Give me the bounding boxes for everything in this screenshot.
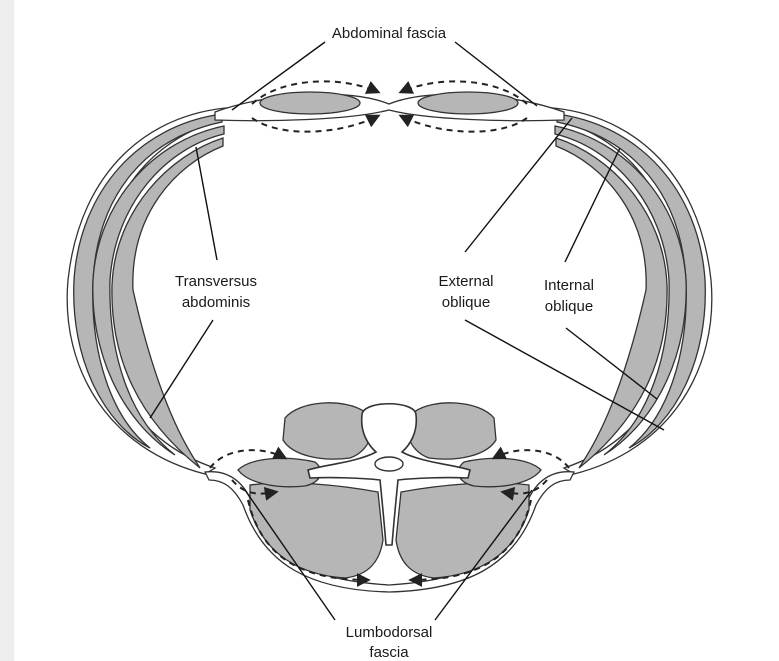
label-external-line1: External	[438, 273, 493, 290]
left-psoas	[283, 403, 372, 459]
right-erector-spinae	[396, 483, 529, 578]
label-transversus-line1: Transversus	[175, 273, 257, 290]
right-quadratus-lumborum	[458, 458, 541, 486]
label-internal-line1: Internal	[544, 277, 594, 294]
spinal-canal	[375, 457, 403, 471]
anterior-abdominal-wall	[215, 92, 564, 121]
left-lateral-wall	[67, 107, 240, 474]
right-rectus-abdominis	[418, 92, 518, 114]
posterior-wall	[205, 403, 574, 592]
label-abdominal-fascia: Abdominal fascia	[332, 25, 447, 42]
label-lumbodorsal-line2: fascia	[369, 644, 409, 661]
right-psoas	[407, 403, 496, 459]
label-transversus-line2: abdominis	[182, 294, 250, 311]
left-erector-spinae	[250, 483, 383, 578]
left-rectus-abdominis	[260, 92, 360, 114]
leader-external-oblique-upper	[465, 118, 572, 252]
label-external-line2: oblique	[442, 294, 490, 311]
leader-transversus-lower	[150, 320, 213, 418]
leader-transversus-upper	[196, 147, 217, 260]
label-internal-line2: oblique	[545, 298, 593, 315]
label-lumbodorsal-line1: Lumbodorsal	[346, 624, 433, 641]
